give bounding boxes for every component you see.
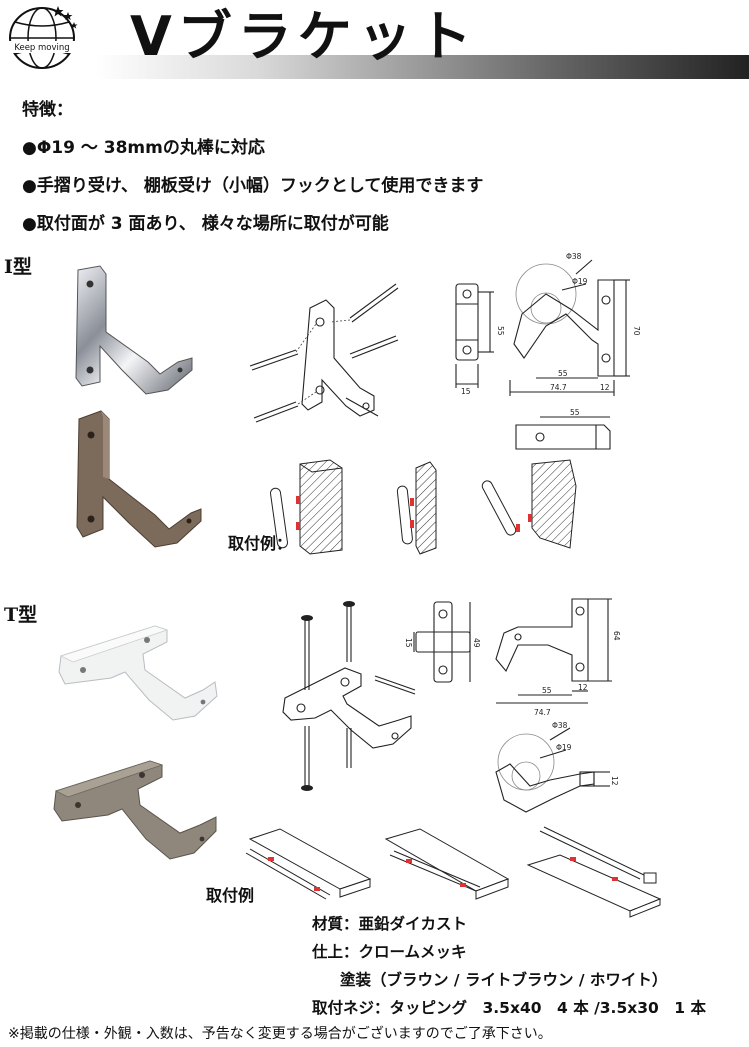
features-heading: 特徴：	[22, 100, 73, 120]
dim-label: 55	[542, 686, 552, 695]
type-i-bottom-view: 55	[515, 408, 611, 450]
type-i-label: I型	[4, 256, 32, 278]
type-i-front-view: Φ38 Φ19 70 55 74.7 12	[509, 252, 641, 396]
dim-label: 12	[610, 776, 619, 786]
dim-label: 55	[558, 369, 568, 378]
type-t-exploded-drawing	[282, 601, 416, 791]
dim-label: 64	[612, 631, 621, 641]
globe-icon: Keep moving	[9, 6, 78, 69]
type-i-brown-photo	[76, 410, 202, 548]
type-t-white-photo	[58, 625, 218, 721]
spec-paint: 塗装（ブラウン / ライトブラウン / ホワイト）	[340, 971, 668, 989]
feature-item: ●手摺り受け、 棚板受け（小幅）フックとして使用できます	[22, 176, 484, 196]
dim-label: 70	[632, 326, 641, 336]
type-i-chrome-photo	[75, 265, 193, 395]
feature-item: ●取付面が 3 面あり、 様々な場所に取付が可能	[22, 214, 389, 234]
dim-label: Φ38	[566, 252, 582, 261]
dim-label: 49	[472, 638, 481, 648]
type-t-mount-caption: 取付例	[206, 886, 255, 905]
type-t-front-view: 64 12 55 74.7	[495, 598, 621, 717]
disclaimer-note: ※掲載の仕様・外観・入数は、予告なく変更する場合がございますのでご了承下さい。	[8, 1026, 552, 1042]
dim-label: 12	[578, 683, 588, 692]
logo-text: Keep moving	[14, 43, 69, 53]
type-t-label: T型	[4, 604, 38, 626]
type-i-mount-caption: 取付例：	[228, 534, 293, 553]
spec-finish: 仕上：クロームメッキ	[312, 943, 467, 961]
type-i-mount-examples	[270, 459, 577, 555]
dim-label: Φ19	[572, 277, 588, 286]
type-i-side-view: 55 15	[455, 283, 505, 396]
dim-label: 15	[404, 638, 413, 648]
title-gradient-bar	[95, 55, 749, 79]
type-t-profile-view: Φ38 Φ19 12	[495, 721, 619, 813]
dim-label: Φ19	[556, 743, 572, 752]
type-t-lightbrown-photo	[53, 760, 217, 860]
dim-label: 74.7	[534, 708, 551, 717]
dim-label: 15	[461, 387, 471, 396]
dim-label: 12	[600, 383, 610, 392]
type-t-mount-examples	[245, 826, 662, 918]
dim-label: 55	[496, 326, 505, 336]
spec-material: 材質：亜鉛ダイカスト	[312, 915, 468, 933]
dim-label: Φ38	[552, 721, 568, 730]
page-title: Vブラケット	[130, 5, 478, 68]
brand-logo: Keep moving	[6, 4, 82, 70]
type-i-exploded-drawing	[249, 283, 399, 423]
type-t-side-view: 49 15	[404, 601, 481, 683]
dim-label: 74.7	[550, 383, 567, 392]
spec-screws: 取付ネジ：タッピング 3.5x40 4 本 /3.5x30 1 本	[312, 999, 706, 1017]
dim-label: 55	[570, 408, 580, 417]
feature-item: ●Φ19 ～ 38mmの丸棒に対応	[22, 138, 265, 158]
